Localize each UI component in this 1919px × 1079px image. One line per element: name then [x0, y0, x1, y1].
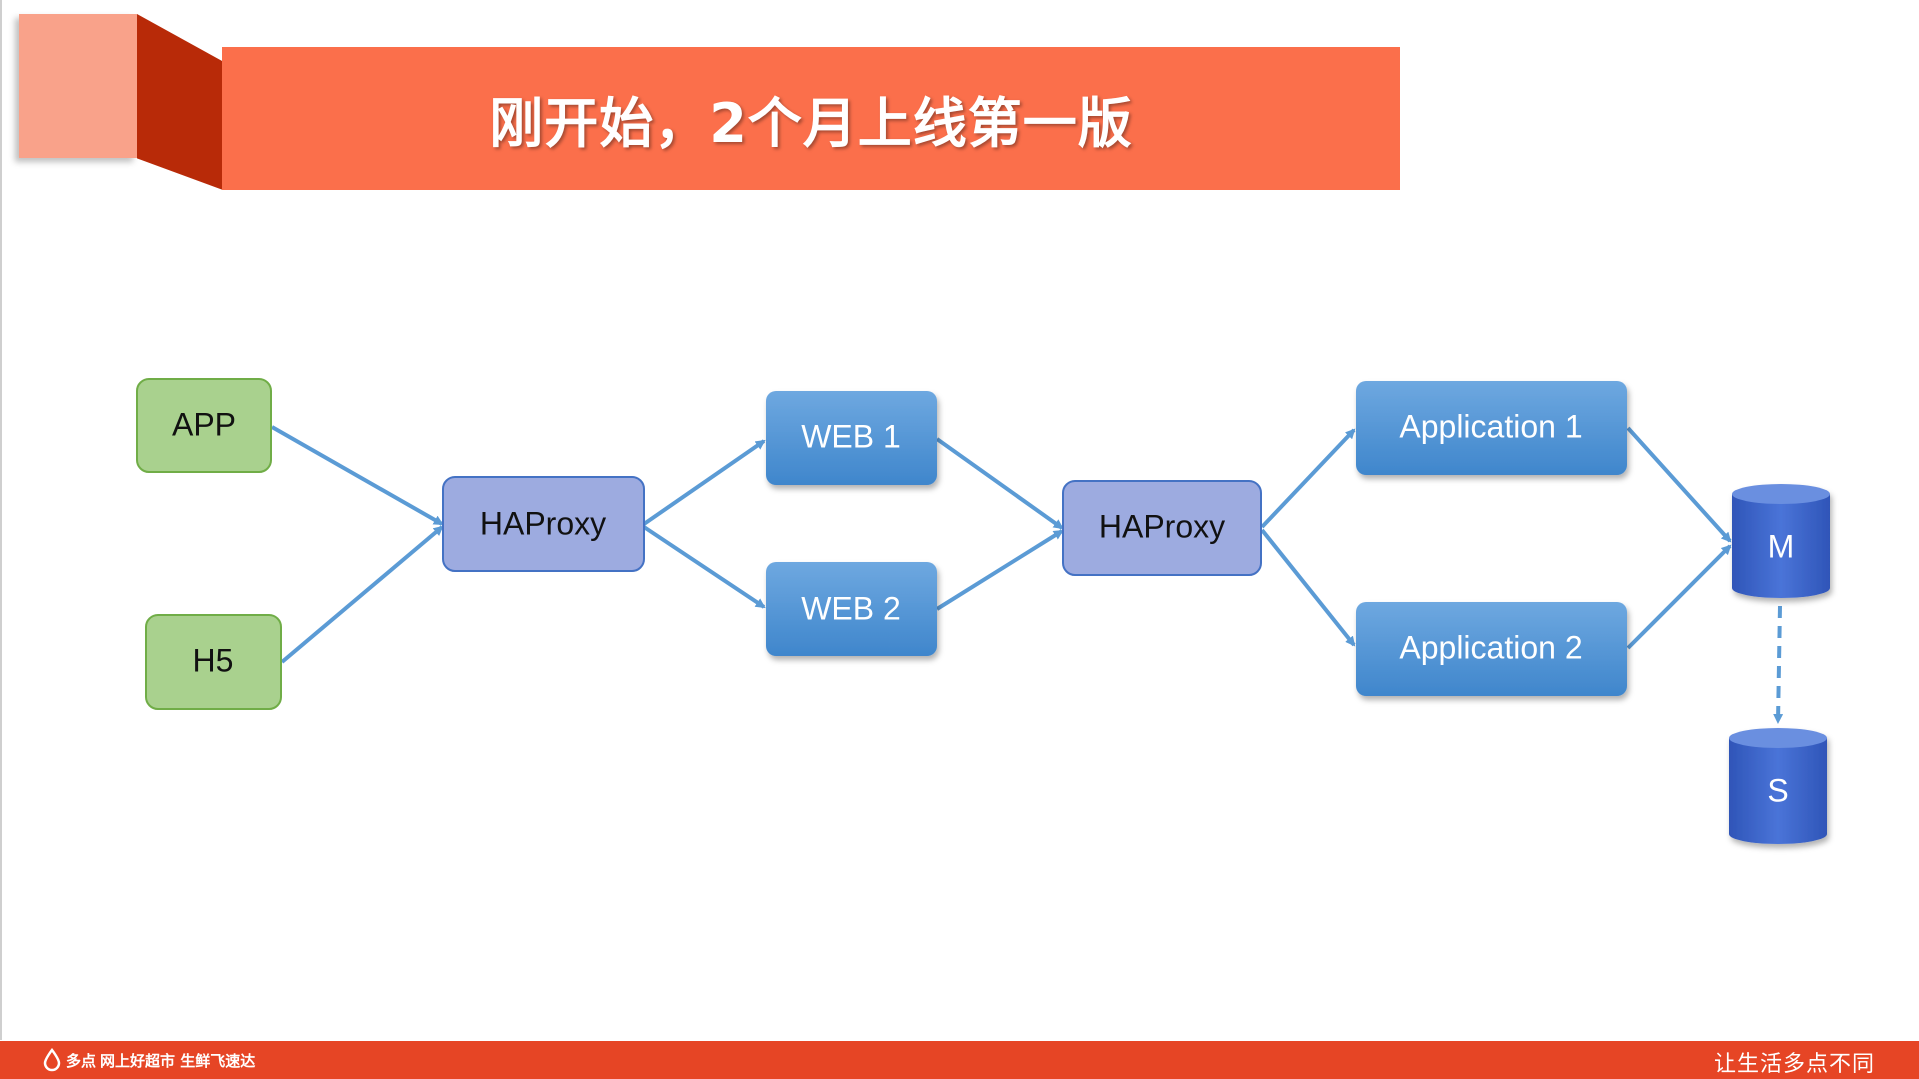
db-master-label: M: [1768, 528, 1795, 564]
node-haproxy-front: HAProxy: [442, 476, 645, 572]
node-haproxy-back: HAProxy: [1062, 480, 1262, 576]
arrow-app-to-haproxy: [271, 425, 444, 526]
node-h5: H5: [145, 614, 282, 710]
arrow-haproxy-to-web1: [642, 439, 766, 526]
db-master: M: [1732, 484, 1830, 598]
node-app: APP: [136, 378, 272, 473]
title-banner: [222, 47, 1400, 190]
arrow-haproxy-to-application2: [1260, 528, 1356, 647]
arrow-application2-to-master: [1626, 544, 1732, 650]
arrow-h5-to-haproxy: [280, 525, 444, 664]
node-application2: Application 2: [1356, 602, 1627, 696]
node-haproxy-front-label: HAProxy: [480, 505, 606, 541]
node-app-label: APP: [172, 406, 236, 442]
arrow-web1-to-haproxy: [935, 437, 1064, 530]
node-web2: WEB 2: [766, 562, 937, 656]
node-h5-label: H5: [193, 642, 234, 678]
arrow-haproxy-to-web2: [642, 525, 766, 609]
arrow-application1-to-master: [1626, 426, 1732, 543]
connector-arrows: [271, 425, 1784, 724]
page-title: 刚开始，2个月上线第一版: [489, 92, 1133, 155]
footer-bar: 多点 网上好超市 生鲜飞速达 让生活多点不同: [0, 1041, 1919, 1079]
footer-brand: 多点: [66, 1052, 97, 1070]
slide-edge: [0, 0, 2, 1040]
node-application1: Application 1: [1356, 381, 1627, 475]
arrow-haproxy-to-application1: [1260, 428, 1356, 529]
node-web1: WEB 1: [766, 391, 937, 485]
node-web2-label: WEB 2: [801, 590, 901, 626]
droplet-logo-icon: [43, 1048, 61, 1072]
node-application1-label: Application 1: [1399, 408, 1582, 444]
db-slave-label: S: [1767, 772, 1788, 808]
footer-slogan: 让生活多点不同: [1713, 1052, 1875, 1077]
node-web1-label: WEB 1: [801, 418, 901, 454]
db-slave: S: [1729, 728, 1827, 844]
arrow-master-to-slave: [1773, 605, 1784, 724]
title-tab-decoration: [19, 14, 137, 158]
node-haproxy-back-label: HAProxy: [1099, 508, 1225, 544]
arrow-web2-to-haproxy: [935, 529, 1064, 611]
node-application2-label: Application 2: [1399, 629, 1582, 665]
footer-tagline: 网上好超市 生鲜飞速达: [100, 1052, 256, 1070]
